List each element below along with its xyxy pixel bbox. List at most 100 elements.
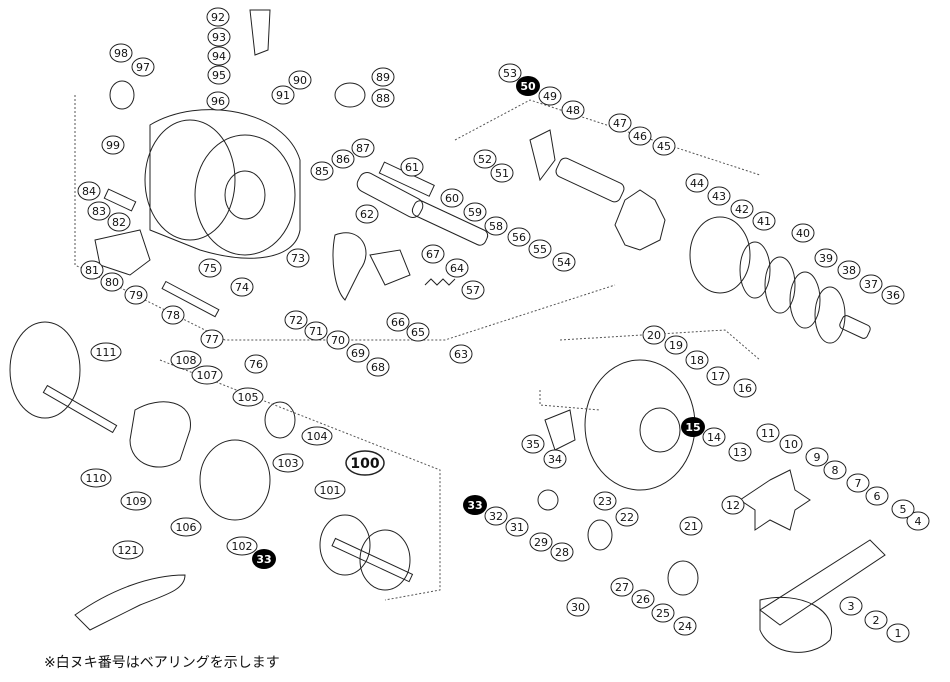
part-label-24: 24 [673,616,697,636]
part-label-bubble [631,589,655,609]
part-label-109: 109 [120,491,152,511]
part-label-25: 25 [651,603,675,623]
part-label-bubble [271,85,295,105]
part-label-bubble [651,603,675,623]
part-label-bubble [673,616,697,636]
part-label-bubble [77,181,101,201]
part-label-4: 4 [906,511,930,531]
part-label-32: 32 [484,506,508,526]
part-label-text: 10 [784,438,798,451]
part-label-text: 98 [114,47,128,60]
reel-parts-drawing [9,9,886,653]
part-label-text: 42 [735,203,749,216]
part-label-14: 14 [702,427,726,447]
part-label-text: 29 [534,536,548,549]
part-label-7: 7 [846,473,870,493]
part-label-91: 91 [271,85,295,105]
part-label-bubble [608,113,632,133]
part-number-labels: 1234567891011121314161718192021222324252… [77,7,930,643]
part-label-bubble [90,342,122,362]
part-label-bubble [521,434,545,454]
part-label-43: 43 [707,186,731,206]
part-label-37: 37 [859,274,883,294]
part-label-text: 61 [405,161,419,174]
cap-89 [334,82,366,108]
part-label-79: 79 [124,285,148,305]
part-label-text: 81 [85,264,99,277]
part-label-text: 68 [371,361,385,374]
part-label-bubble [550,542,574,562]
part-label-text: 9 [814,451,821,464]
bearing-label-33: 33 [463,495,487,515]
side-plate-outline [149,109,301,259]
part-label-69: 69 [346,343,370,363]
part-label-text: 95 [212,69,226,82]
part-label-108: 108 [170,350,202,370]
part-label-bubble [756,423,780,443]
part-label-text: 63 [454,348,468,361]
part-label-bubble [891,499,915,519]
frame-hub [224,170,266,220]
part-label-bubble [326,330,350,350]
handle-knob-92 [249,9,271,56]
part-label-bubble [101,135,125,155]
part-label-29: 29 [529,532,553,552]
part-label-text: 23 [598,495,612,508]
part-label-text: 35 [526,438,540,451]
part-label-42: 42 [730,199,754,219]
part-label-bubble [386,312,410,332]
part-label-bubble [230,277,254,297]
part-label-bubble [461,280,485,300]
part-label-text: 76 [249,358,263,371]
part-label-text: 121 [118,544,139,557]
part-label-text: 109 [126,495,147,508]
thumb-bar-121 [74,574,186,631]
part-label-bubble [685,350,709,370]
part-label-text: 46 [633,130,647,143]
part-label-bubble [538,86,562,106]
side-plate-face [144,119,236,241]
spool-flange-left [319,514,371,576]
drive-gear-42 [689,216,751,294]
part-label-41: 41 [752,211,776,231]
bearing-label-bubble [463,495,487,515]
part-label-71: 71 [304,321,328,341]
part-label-49: 49 [538,86,562,106]
frame-ring [194,134,296,256]
part-label-text: 49 [543,90,557,103]
part-label-text: 64 [450,262,464,275]
part-label-bubble [191,365,223,385]
part-label-text: 12 [726,499,740,512]
part-label-96: 96 [206,91,230,111]
part-label-bubble [198,258,222,278]
side-cover-boss [639,407,681,453]
part-label-text: 103 [278,457,299,470]
handle-disc-111 [9,321,81,419]
part-label-bubble [886,623,910,643]
part-label-bubble [805,447,829,467]
part-label-bubble [552,252,576,272]
part-label-text: 108 [176,354,197,367]
part-label-bubble [463,202,487,222]
part-label-67: 67 [421,244,445,264]
part-label-bubble [561,100,585,120]
part-label-text: 51 [495,167,509,180]
part-label-92: 92 [206,7,230,27]
part-label-bubble [685,173,709,193]
bolt-84 [103,188,137,212]
part-label-31: 31 [505,517,529,537]
group-label-bubble [345,450,385,476]
bearing-label-15: 15 [681,417,705,437]
part-label-28: 28 [550,542,574,562]
part-label-84: 84 [77,181,101,201]
part-label-bubble [779,434,803,454]
part-label-text: 39 [819,252,833,265]
part-label-text: 8 [832,464,839,477]
knob-nut-26 [667,560,699,596]
part-label-text: 6 [874,490,881,503]
part-label-83: 83 [87,201,111,221]
part-label-text: 54 [557,256,571,269]
part-label-text: 84 [82,185,96,198]
part-label-text: 41 [757,215,771,228]
